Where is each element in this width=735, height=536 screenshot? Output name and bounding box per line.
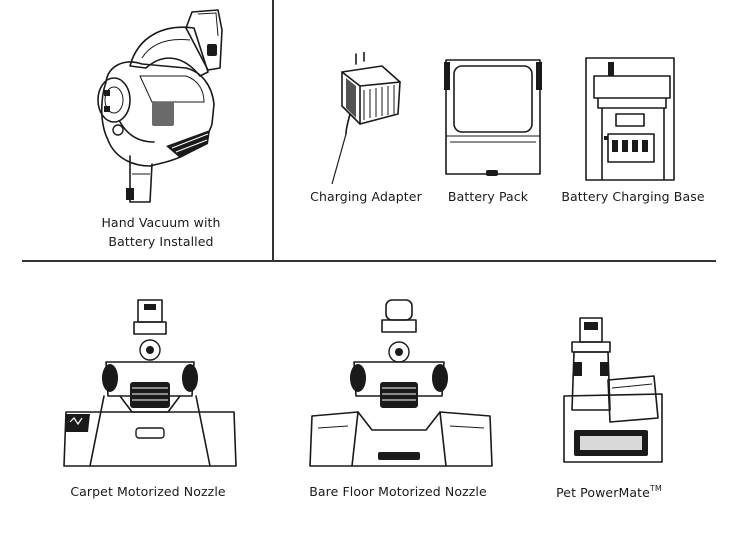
hand-vacuum-illustration [90, 6, 240, 214]
battery-pack-illustration [440, 54, 546, 182]
pet-powermate-caption: Pet PowerMateTM [538, 484, 680, 500]
pet-powermate-label: Pet PowerMate [556, 485, 650, 500]
battery-pack-caption: Battery Pack [447, 189, 529, 204]
carpet-motorized-nozzle-caption: Carpet Motorized Nozzle [70, 484, 226, 499]
bare-floor-motorized-nozzle-caption: Bare Floor Motorized Nozzle [309, 484, 487, 499]
horizontal-divider [22, 260, 716, 262]
hand-vacuum-caption-line1: Hand Vacuum with [101, 215, 221, 230]
pet-powermate-illustration [558, 314, 668, 474]
vertical-divider [272, 0, 274, 261]
charging-adapter-caption: Charging Adapter [310, 189, 422, 204]
battery-charging-base-illustration [582, 54, 682, 184]
bare-floor-motorized-nozzle-illustration [308, 296, 494, 476]
hand-vacuum-caption: Hand Vacuum with Battery Installed [86, 213, 236, 251]
charging-adapter-illustration [320, 52, 410, 186]
carpet-motorized-nozzle-illustration [60, 296, 240, 476]
trademark-mark: TM [649, 484, 662, 493]
hand-vacuum-caption-line2: Battery Installed [108, 234, 214, 249]
battery-charging-base-caption: Battery Charging Base [561, 189, 705, 204]
